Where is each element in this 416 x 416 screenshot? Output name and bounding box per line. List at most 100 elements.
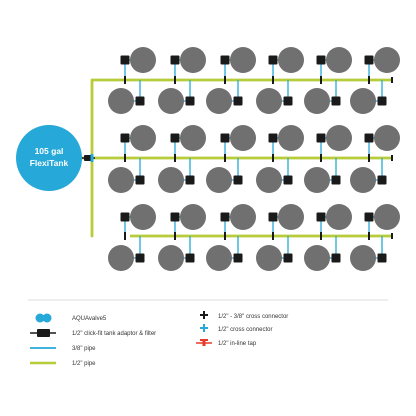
aquavalve	[233, 175, 243, 185]
cross-connector	[174, 232, 176, 240]
pot	[206, 245, 232, 271]
pot	[350, 245, 376, 271]
aquavalve	[233, 253, 243, 263]
aquavalve	[316, 212, 326, 222]
pot	[130, 47, 156, 73]
pot	[350, 88, 376, 114]
cross-connector	[272, 154, 274, 162]
legend-aquavalve-label: AQUAvalve5	[72, 316, 107, 322]
aquavalve	[170, 55, 180, 65]
aquavalve	[220, 133, 230, 143]
aquavalve	[331, 253, 341, 263]
black-cross-connector-icon	[200, 311, 208, 319]
cross-connector	[224, 154, 226, 162]
pot	[108, 245, 134, 271]
pot	[158, 88, 184, 114]
cross-connector	[272, 76, 274, 84]
cross-connector	[320, 232, 322, 240]
pot	[230, 47, 256, 73]
pot	[158, 167, 184, 193]
pot	[374, 47, 400, 73]
pot	[108, 167, 134, 193]
pipe-end-cap	[391, 155, 393, 161]
aquavalve	[364, 133, 374, 143]
aquavalve	[185, 175, 195, 185]
aquavalve	[316, 133, 326, 143]
flexitank-name: FlexiTank	[30, 158, 69, 168]
aquavalve	[120, 133, 130, 143]
pot	[206, 88, 232, 114]
pot	[304, 88, 330, 114]
cross-connector	[368, 76, 370, 84]
aquavalve	[268, 212, 278, 222]
cross-connector	[224, 76, 226, 84]
cross-connector	[124, 76, 126, 84]
aquavalve	[364, 212, 374, 222]
legend-blue-cross-label: 1/2" cross connector	[218, 327, 273, 333]
pot	[130, 204, 156, 230]
pot	[326, 204, 352, 230]
blue-cross-connector	[90, 154, 94, 162]
pot-grid	[108, 47, 400, 271]
flexitank: 105 gal FlexiTank	[16, 125, 82, 191]
legend-black-cross-label: 1/2" - 3/8" cross connector	[218, 314, 288, 320]
pot	[278, 125, 304, 151]
cross-connector	[124, 154, 126, 162]
pot	[256, 245, 282, 271]
legend-left: AQUAvalve5 1/2" click-fit tank adaptor &…	[30, 313, 156, 367]
legend-adaptor-label: 1/2" click-fit tank adaptor & filter	[72, 331, 156, 337]
aquavalve	[331, 175, 341, 185]
flexitank-capacity: 105 gal	[35, 146, 64, 156]
cross-connector	[368, 232, 370, 240]
aquavalve	[170, 133, 180, 143]
aquavalve	[120, 212, 130, 222]
aquavalve	[364, 55, 374, 65]
aquavalve	[377, 175, 387, 185]
legend-right: 1/2" - 3/8" cross connector 1/2" cross c…	[196, 311, 288, 347]
cross-connector	[224, 232, 226, 240]
pot	[374, 204, 400, 230]
aquavalve	[377, 253, 387, 263]
aquavalve	[331, 96, 341, 106]
cross-connector	[368, 154, 370, 162]
aquavalve	[377, 96, 387, 106]
pot	[256, 88, 282, 114]
aquavalve	[135, 96, 145, 106]
pot	[130, 125, 156, 151]
legend-38-pipe-label: 3/8" pipe	[72, 346, 96, 352]
pot	[206, 167, 232, 193]
pot	[180, 125, 206, 151]
pipe-end-cap	[391, 77, 393, 83]
aquavalve	[220, 212, 230, 222]
pot	[230, 204, 256, 230]
aquavalve	[185, 253, 195, 263]
aquavalve	[233, 96, 243, 106]
aquavalve	[135, 253, 145, 263]
blue-cross-connector-icon	[200, 324, 208, 332]
pot	[278, 47, 304, 73]
aquavalve	[283, 175, 293, 185]
pot	[230, 125, 256, 151]
pot	[180, 204, 206, 230]
cross-connector	[320, 154, 322, 162]
aquavalve	[316, 55, 326, 65]
aquavalve	[283, 253, 293, 263]
cross-connector	[174, 76, 176, 84]
pot	[326, 125, 352, 151]
pot	[180, 47, 206, 73]
pot	[304, 245, 330, 271]
aquavalve	[268, 55, 278, 65]
aquavalve-icon	[35, 313, 52, 323]
pot	[108, 88, 134, 114]
legend-inline-tap-label: 1/2" in-line tap	[218, 341, 257, 347]
pot	[304, 167, 330, 193]
cross-connector	[320, 76, 322, 84]
aquavalve	[170, 212, 180, 222]
tank-adaptor-filter-icon	[30, 329, 56, 337]
flexitank-circle	[16, 125, 82, 191]
pipe-end-cap	[391, 233, 393, 239]
cross-connector	[272, 232, 274, 240]
pipe-network	[80, 55, 393, 263]
pot	[278, 204, 304, 230]
